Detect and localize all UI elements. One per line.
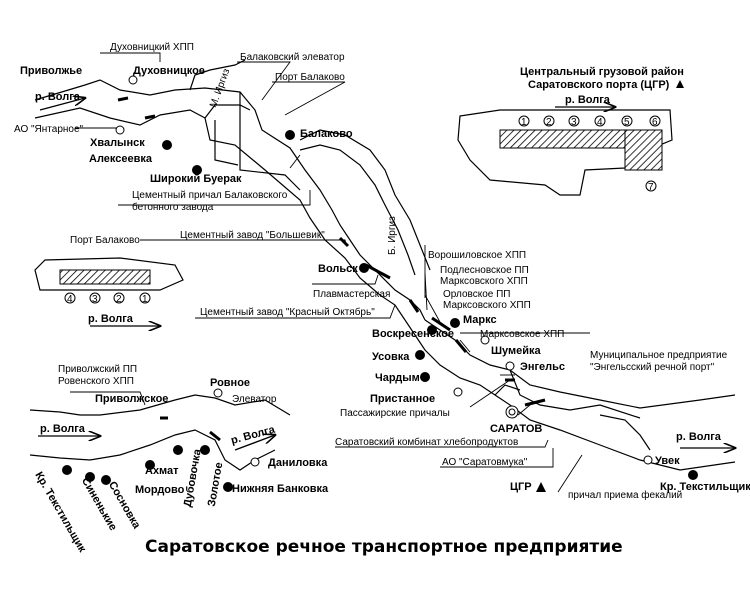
label-krasny-oktyabr: Цементный завод "Красный Октябрь" [200,306,375,318]
label-cement-berth-2: бетонного завода [132,201,214,213]
cgr-title-2: Саратовского порта (ЦГР) [528,79,670,91]
labels-south: Ворошиловское ХПП Подлесновское ПП Маркс… [335,250,750,501]
cgr-berth-2: 2 [546,117,552,128]
city-dot-chardym [420,372,430,382]
cgr-berth-3: 3 [571,117,577,128]
label-cement-berth-1: Цементный причал Балаковского [132,190,288,201]
labels-balakovo-inset: Порт Балаково р. Волга [70,235,140,325]
cgr-berth-numbers: 1 2 3 4 5 6 7 [518,115,661,193]
label-usovka: Усовка [372,351,410,363]
labels-cgr: Центральный грузовой район Саратовского … [520,66,684,106]
label-dukhovnitskoe: Духовницкое [133,65,205,77]
city-dot-marks [450,318,460,328]
label-privolzhye: Приволжье [20,65,82,77]
city-dot-shirokiy-buerak [192,165,202,175]
city-dot-balakovo [285,130,295,140]
cgr-berth-1: 1 [521,117,527,128]
berth-marks [117,96,546,442]
label-uvek: Увек [655,455,680,467]
balakovo-inset [34,257,184,291]
label-prichal-fekaliy: причал приема фекалий [568,489,682,501]
sw-privolzhskoe: Приволжское [95,393,168,405]
label-port-balakovo: Порт Балаково [275,72,345,83]
cgr-triangles [536,80,684,492]
city-dot-usovka [415,350,425,360]
label-municipal-1: Муниципальное предприятие [590,350,728,361]
town-dots [62,130,698,492]
river-south-shores [404,319,736,471]
cgr-berth-5: 5 [624,117,630,128]
city-dot-alekseevka [162,140,172,150]
label-saratov: САРАТОВ [490,423,542,435]
flow-arrows [38,98,735,450]
label-m-irgiz: М. Иргиз [208,67,232,109]
label-yantarnoe: АО "Янтарное" [14,124,84,135]
cgr-title-1: Центральный грузовой район [520,66,684,78]
bal-berth-3: 3 [92,294,98,305]
sw-privolzhsky-1: Приволжский ПП [58,364,137,375]
label-voroshilovskoe: Ворошиловское ХПП [428,250,526,261]
balakovo-berth-numbers: 4 3 2 1 [64,292,151,305]
river-north-shores [34,59,431,321]
label-saratovmuka: АО "Саратовмука" [442,457,528,468]
sw-elevator: Элеватор [232,394,277,405]
label-river-volga-cgr: р. Волга [565,94,611,106]
label-shirokiy-buerak: Широкий Буерак [150,173,242,185]
label-podlesnovskoe-2: Марксовского ХПП [440,276,528,287]
label-bolshevik: Цементный завод "Большевик" [180,230,325,241]
label-b-irgiz: Б. Иргиз [387,216,398,255]
label-plavmasterskaya: Плавмастерская [313,289,390,300]
city-dot-voskresenskoe [427,325,437,335]
sw-zolotoe: Золотое [206,461,226,507]
balakovo-inset-title: Порт Балаково [70,235,140,246]
sw-mordovo: Мордово [135,484,185,496]
label-marks: Маркс [463,314,497,326]
label-river-volga-east: р. Волга [676,431,722,443]
label-chardym: Чардым [375,372,420,384]
label-municipal-2: "Энгельсский речной порт" [590,362,715,373]
bal-berth-4: 4 [67,294,73,305]
label-cgr: ЦГР [510,481,532,493]
label-voskresenskoe: Воскресенское [372,328,454,340]
small-town-markers [115,75,653,467]
bal-berth-2: 2 [116,294,122,305]
southwest-inset [29,394,291,471]
label-orlovskoe-1: Орловское ПП [443,289,510,300]
cgr-inset [457,109,673,196]
sw-dubovochka: Дубовочка [182,447,204,508]
map-title: Саратовское речное транспортное предприя… [145,537,623,557]
city-dot-volsk [359,263,369,273]
label-river-volga-bal: р. Волга [88,313,134,325]
label-volsk: Вольск [318,263,358,275]
label-balakovo: Балаково [300,128,353,140]
city-dot-kr-textilshchik [688,470,698,480]
label-balakovo-elevator: Балаковский элеватор [240,52,345,63]
label-podlesnovskoe-1: Подлесновское ПП [440,265,529,276]
cgr-berth-4: 4 [597,117,603,128]
label-kombinat: Саратовский комбинат хлебопродуктов [335,436,518,448]
label-passenger: Пассажирские причалы [340,408,450,419]
sw-danilovka: Даниловка [268,457,328,469]
label-shumeyka: Шумейка [491,345,542,357]
leader-lines [70,52,590,493]
label-river-volga-sw: р. Волга [40,423,86,435]
sw-privolzhsky-2: Ровенского ХПП [58,376,134,387]
cgr-berth-6: 6 [652,117,658,128]
label-alekseevka: Алексеевка [89,153,153,165]
label-engels: Энгельс [520,361,565,373]
label-pristannoe: Пристанное [370,393,435,405]
bal-berth-1: 1 [142,294,148,305]
sw-akhmat: Ахмат [145,465,179,477]
label-marks-hpp: Марксовское ХПП [480,329,564,340]
label-orlovskoe-2: Марксовского ХПП [443,300,531,311]
sw-nizhnyaya-bankovka: Нижняя Банковка [232,483,329,495]
sw-rovnoe: Ровное [210,377,250,389]
cgr-berth-7: 7 [648,182,654,193]
label-dukhovnitsky-hpp: Духовницкий ХПП [110,42,194,53]
label-river-volga-1: р. Волга [35,91,81,103]
label-khvalynsk: Хвалынск [90,137,145,149]
label-kr-textilshchik-east: Кр. Текстильщик [660,481,750,493]
